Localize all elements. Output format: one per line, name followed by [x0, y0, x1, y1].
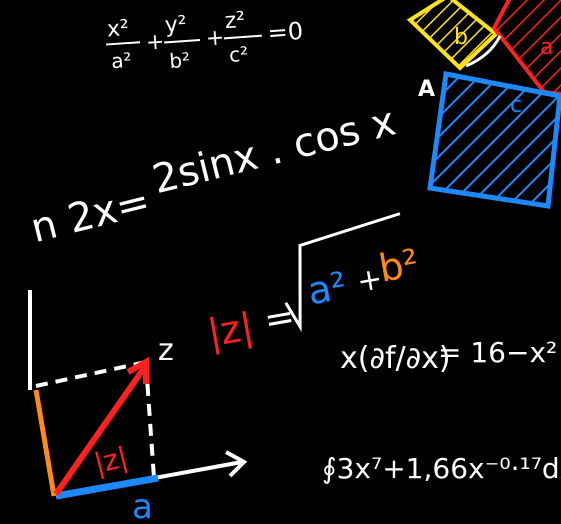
c-squared-denominator: c² [228, 42, 249, 67]
identity-right: 2sinx . cos x [148, 98, 400, 203]
derivative-equation: x(∂f/∂x) = 16−x² [340, 336, 557, 376]
axis-a-label: a [132, 487, 153, 524]
z-squared-numerator: z² [224, 8, 246, 34]
x-squared-numerator: x² [106, 16, 130, 42]
point-z-label: z [158, 333, 174, 368]
red-vector [53, 366, 147, 496]
modulus-equals: = [261, 296, 298, 342]
derivative-rhs: = 16−x² [438, 336, 557, 369]
plus-sign: + [205, 25, 225, 51]
red-vector-arrowhead-icon [126, 356, 149, 384]
pythagoras-squares: b a c A [406, 0, 561, 209]
radicand-a: a² [304, 263, 350, 313]
radicand-b: b² [375, 241, 421, 291]
yellow-square [406, 0, 500, 71]
x-axis-arrowhead-icon [225, 450, 248, 478]
y-squared-numerator: y² [164, 12, 188, 38]
orange-leg [33, 389, 57, 497]
ellipsoid-equation: x² a² + y² b² + z² c² =0 [106, 8, 304, 73]
blue-segment-a [55, 474, 159, 500]
b-squared-denominator: b² [169, 48, 191, 73]
vector-length-label: |z| [91, 440, 132, 480]
vector-diagram: z |z| a [28, 290, 248, 524]
radicand-plus: + [354, 261, 385, 300]
blue-square [427, 71, 561, 209]
modulus-formula: |z| = a² + b² [204, 212, 422, 356]
identity-left: n 2x= [26, 178, 154, 252]
integral-expression: ∮3x⁷+1,66x⁻⁰·¹⁷dx [322, 452, 561, 485]
square-connector [465, 35, 502, 68]
vertex-A-label: A [418, 77, 435, 102]
a-squared-denominator: a² [110, 48, 132, 73]
square-label-c: c [510, 93, 522, 118]
red-square [491, 0, 561, 96]
square-label-b: b [454, 25, 468, 50]
equals-zero: =0 [267, 17, 304, 47]
square-label-a: a [540, 35, 553, 60]
modulus-label: |z| [204, 304, 257, 356]
derivative-lhs: x(∂f/∂x) [340, 341, 451, 376]
plus-sign: + [145, 30, 165, 56]
integral-text: ∮3x⁷+1,66x⁻⁰·¹⁷dx [322, 452, 561, 485]
